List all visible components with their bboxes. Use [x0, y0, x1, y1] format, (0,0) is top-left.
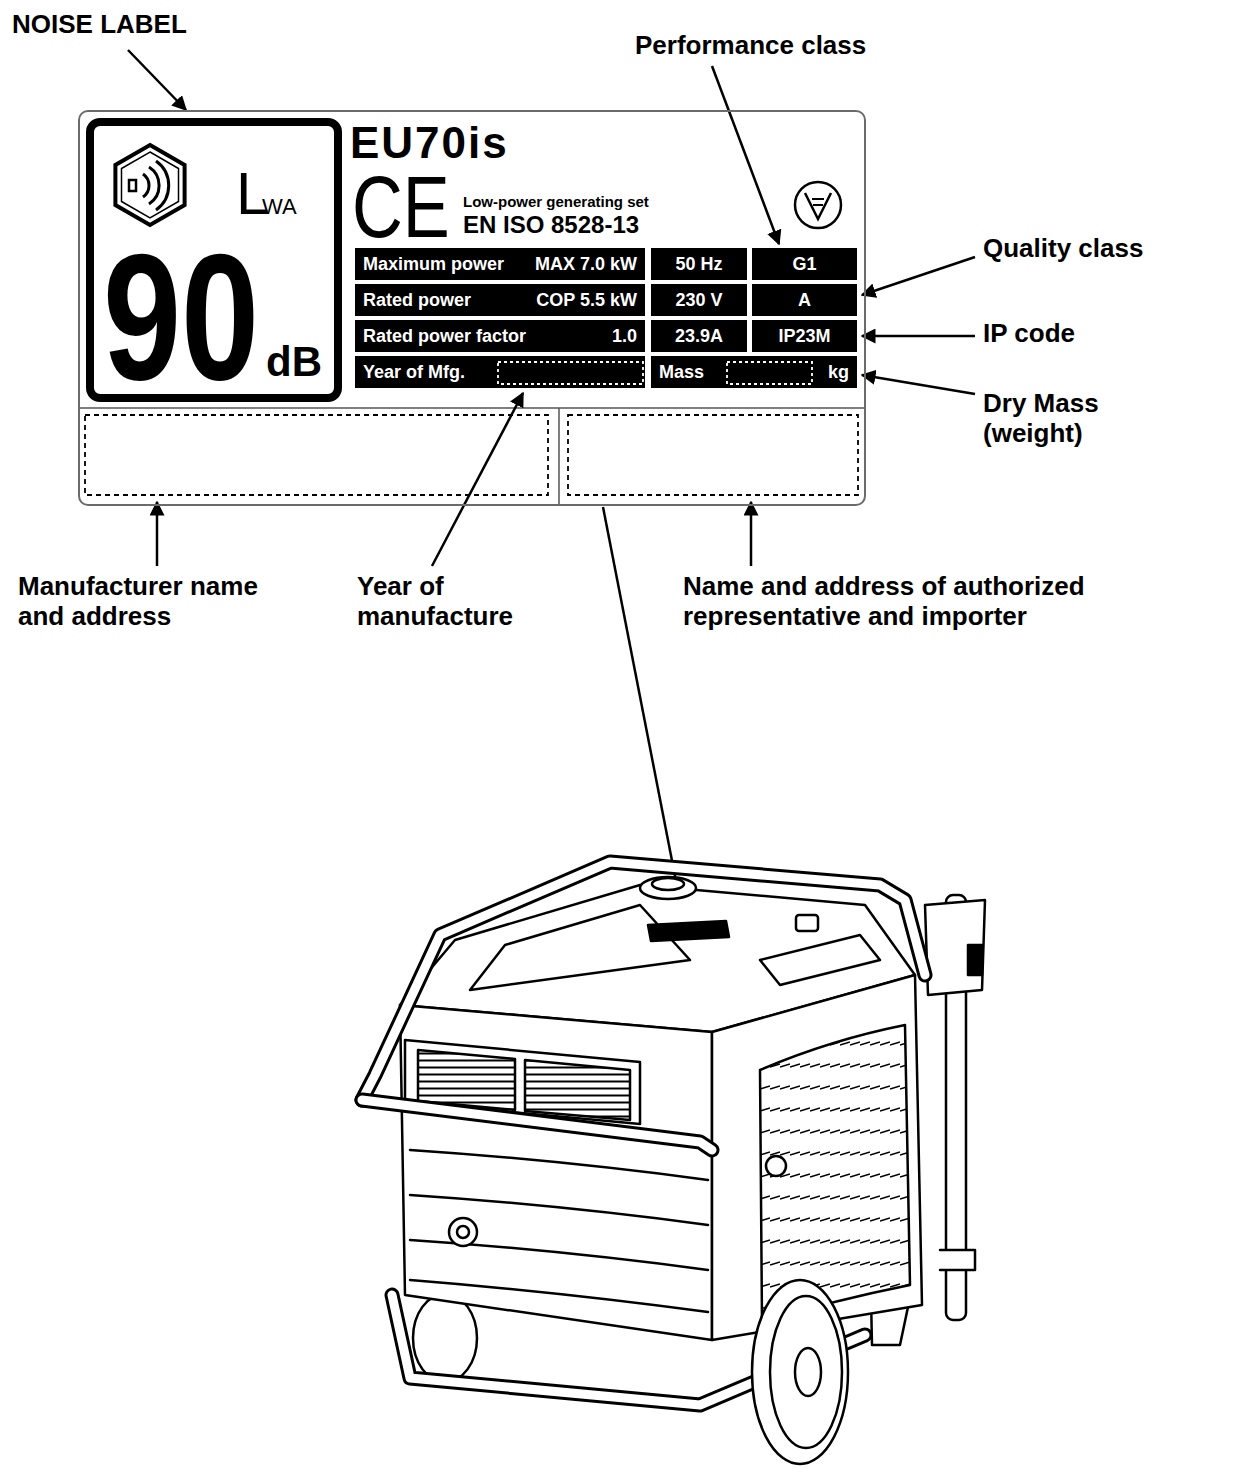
wheel: [752, 1280, 848, 1464]
model-name: EU70is: [350, 121, 509, 165]
leader-line: [862, 375, 975, 394]
frame-tube: [362, 862, 925, 1100]
spec-cell: 23.9A: [651, 320, 747, 352]
fuel-knob: [457, 1226, 469, 1238]
leader-lines: [128, 50, 975, 917]
callout-label: Year of manufacture: [357, 571, 547, 631]
grille: [525, 1060, 630, 1120]
callout-label: Quality class: [983, 233, 1223, 263]
separator-line: [80, 407, 864, 409]
cell-text: A: [798, 291, 811, 309]
top-panel: [470, 905, 690, 990]
rating-plate: LWA90dB Maximum power MAX 7.0 kW 50 Hz G1Rat…: [78, 110, 866, 506]
leader-line: [862, 335, 975, 338]
generator: [362, 862, 985, 1464]
class-cell: G1: [752, 248, 857, 280]
cell-text: Rated power: [363, 291, 471, 309]
conformity-mark: [795, 182, 841, 228]
handle-bracket: [925, 900, 985, 995]
wheel-rim: [770, 1296, 842, 1448]
separator-line: [558, 408, 560, 504]
fuel-cap: [652, 878, 684, 890]
callout-label: Manufacturer name and address: [18, 571, 298, 631]
leader-line: [862, 257, 975, 295]
callout-label: Dry Mass (weight): [983, 388, 1133, 448]
cell-text: Rated power factor: [363, 327, 526, 345]
spec-cell: Rated power factor 1.0: [355, 320, 645, 352]
callout-label: IP code: [983, 318, 1183, 348]
bumper-tube: [362, 1100, 712, 1150]
sound-wave: [149, 167, 159, 204]
top-panel: [760, 935, 880, 985]
noise-label: LWA90dB: [86, 118, 342, 402]
standard-code: EN ISO 8528-13: [463, 213, 639, 237]
leader-line: [432, 393, 523, 566]
spec-cell: Rated power COP 5.5 kW: [355, 284, 645, 316]
cell-text: 50 Hz: [675, 255, 722, 273]
manufacturer-field: [85, 415, 548, 495]
cell-value: kg: [828, 363, 849, 381]
fuel-knob: [449, 1218, 477, 1246]
cell-text: G1: [792, 255, 816, 273]
noise-icon: [115, 145, 184, 225]
handle-clip: [940, 1250, 975, 1270]
leader-line: [128, 50, 186, 110]
bumper-tube: [362, 1100, 712, 1150]
importer-field: [568, 415, 858, 495]
leader-line: [712, 66, 779, 244]
cell-value: COP 5.5 kW: [536, 291, 637, 309]
frame-tube: [362, 862, 925, 1100]
hexagon: [122, 152, 179, 218]
noise-value: 90: [103, 227, 259, 407]
side-vent: [760, 1025, 910, 1322]
cell-value: 1.0: [612, 327, 637, 345]
speaker: [129, 180, 136, 191]
top-emblem: [796, 915, 818, 931]
mark-bars: [812, 199, 824, 205]
sound-wave: [143, 174, 149, 197]
mass-cell: Mass kg: [651, 356, 857, 388]
entry-fields: [498, 362, 812, 384]
spec-cell: 230 V: [651, 284, 747, 316]
spec-cell: Maximum power MAX 7.0 kW: [355, 248, 645, 280]
callout-label: Performance class: [635, 30, 935, 60]
mass-field: [727, 362, 812, 384]
sound-subscript: WA: [262, 196, 297, 218]
louvre: [410, 1150, 708, 1180]
noise-unit: dB: [266, 341, 322, 383]
spec-cell: 50 Hz: [651, 248, 747, 280]
cell-text: Maximum power: [363, 255, 504, 273]
rear-wheel: [413, 1294, 477, 1382]
louvre: [410, 1280, 708, 1312]
label-location: [648, 921, 729, 941]
class-cell: IP23M: [752, 320, 857, 352]
standard-note: Low-power generating set: [463, 194, 649, 209]
grille: [418, 1050, 515, 1110]
cell-value: MAX 7.0 kW: [535, 255, 637, 273]
leader-line: [750, 502, 753, 566]
fuel-cap: [640, 877, 696, 899]
handle-latch: [968, 945, 982, 975]
mark-circle: [795, 182, 841, 228]
front-panel: [400, 1005, 712, 1340]
year-cell: Year of Mfg.: [355, 356, 645, 388]
panel-screw: [766, 1156, 786, 1176]
cell-text: 23.9A: [675, 327, 723, 345]
hexagon: [115, 145, 184, 225]
cell-text: IP23M: [778, 327, 830, 345]
callout-label: Name and address of authorized represent…: [683, 571, 1238, 631]
cell-text: Mass: [659, 363, 704, 381]
ce-mark: CE: [352, 163, 450, 251]
mark-check: [805, 193, 831, 219]
class-cell: A: [752, 284, 857, 316]
cell-text: Year of Mfg.: [363, 363, 465, 381]
sound-wave: [156, 161, 169, 210]
callout-label: NOISE LABEL: [12, 9, 272, 39]
wheel-hub: [795, 1348, 821, 1396]
cell-text: 230 V: [675, 291, 722, 309]
year-field: [498, 362, 643, 384]
leader-line: [156, 502, 159, 566]
